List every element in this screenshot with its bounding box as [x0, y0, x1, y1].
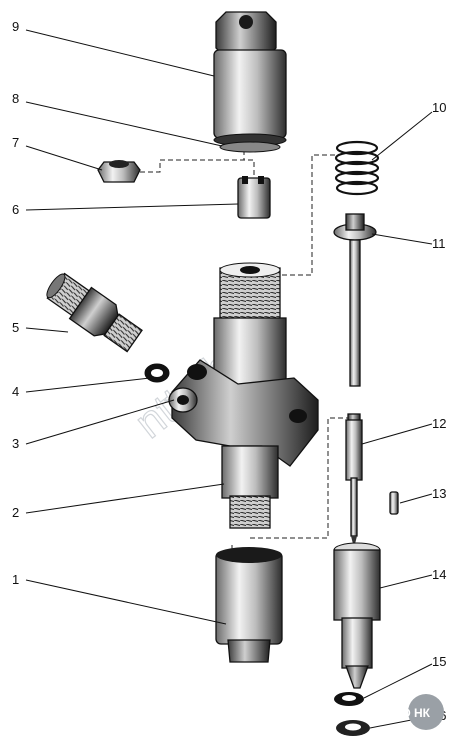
- part-10-spring: [334, 140, 380, 196]
- part-5-fitting: [46, 272, 143, 353]
- part-9-cap-sleeve: [213, 11, 287, 153]
- part-14-nozzle: [333, 542, 381, 689]
- part-4-seal: [144, 363, 170, 383]
- callout-1: 1: [12, 572, 19, 587]
- part-13-pin: [389, 491, 399, 515]
- part-2-injector-body: [168, 262, 319, 529]
- part-16-washer: [336, 720, 370, 736]
- callout-11: 11: [432, 236, 446, 251]
- part-11-push-rod: [333, 213, 377, 387]
- callout-8: 8: [12, 91, 19, 106]
- callout-12: 12: [432, 416, 446, 431]
- part-3-flange: [171, 359, 319, 467]
- callout-3: 3: [12, 436, 19, 451]
- logo-left-text: АГРО: [378, 706, 411, 720]
- callout-5: 5: [12, 320, 19, 335]
- callout-14: 14: [432, 567, 446, 582]
- callout-15: 15: [432, 654, 446, 669]
- callout-2: 2: [12, 505, 19, 520]
- callout-labels: 9 8 7 6 5 4 3 2 1 10 11 12 13 14 15 16: [12, 19, 446, 723]
- callout-4: 4: [12, 384, 19, 399]
- part-1-nozzle-nut: [215, 547, 283, 663]
- agro-logo: АГРО НК: [378, 694, 444, 730]
- part-12-needle: [345, 413, 363, 548]
- logo-right-text: НК: [414, 706, 431, 720]
- callout-9: 9: [12, 19, 19, 34]
- assembly-dashed-lines: [140, 150, 350, 552]
- callout-6: 6: [12, 202, 19, 217]
- callout-7: 7: [12, 135, 19, 150]
- part-6-filter: [237, 176, 271, 219]
- leader-lines: [25, 29, 433, 729]
- callout-13: 13: [432, 486, 446, 501]
- part-8-gasket: [219, 141, 281, 153]
- part-7-nut: [97, 160, 141, 183]
- callout-10: 10: [432, 100, 446, 115]
- part-15-washer: [334, 692, 364, 706]
